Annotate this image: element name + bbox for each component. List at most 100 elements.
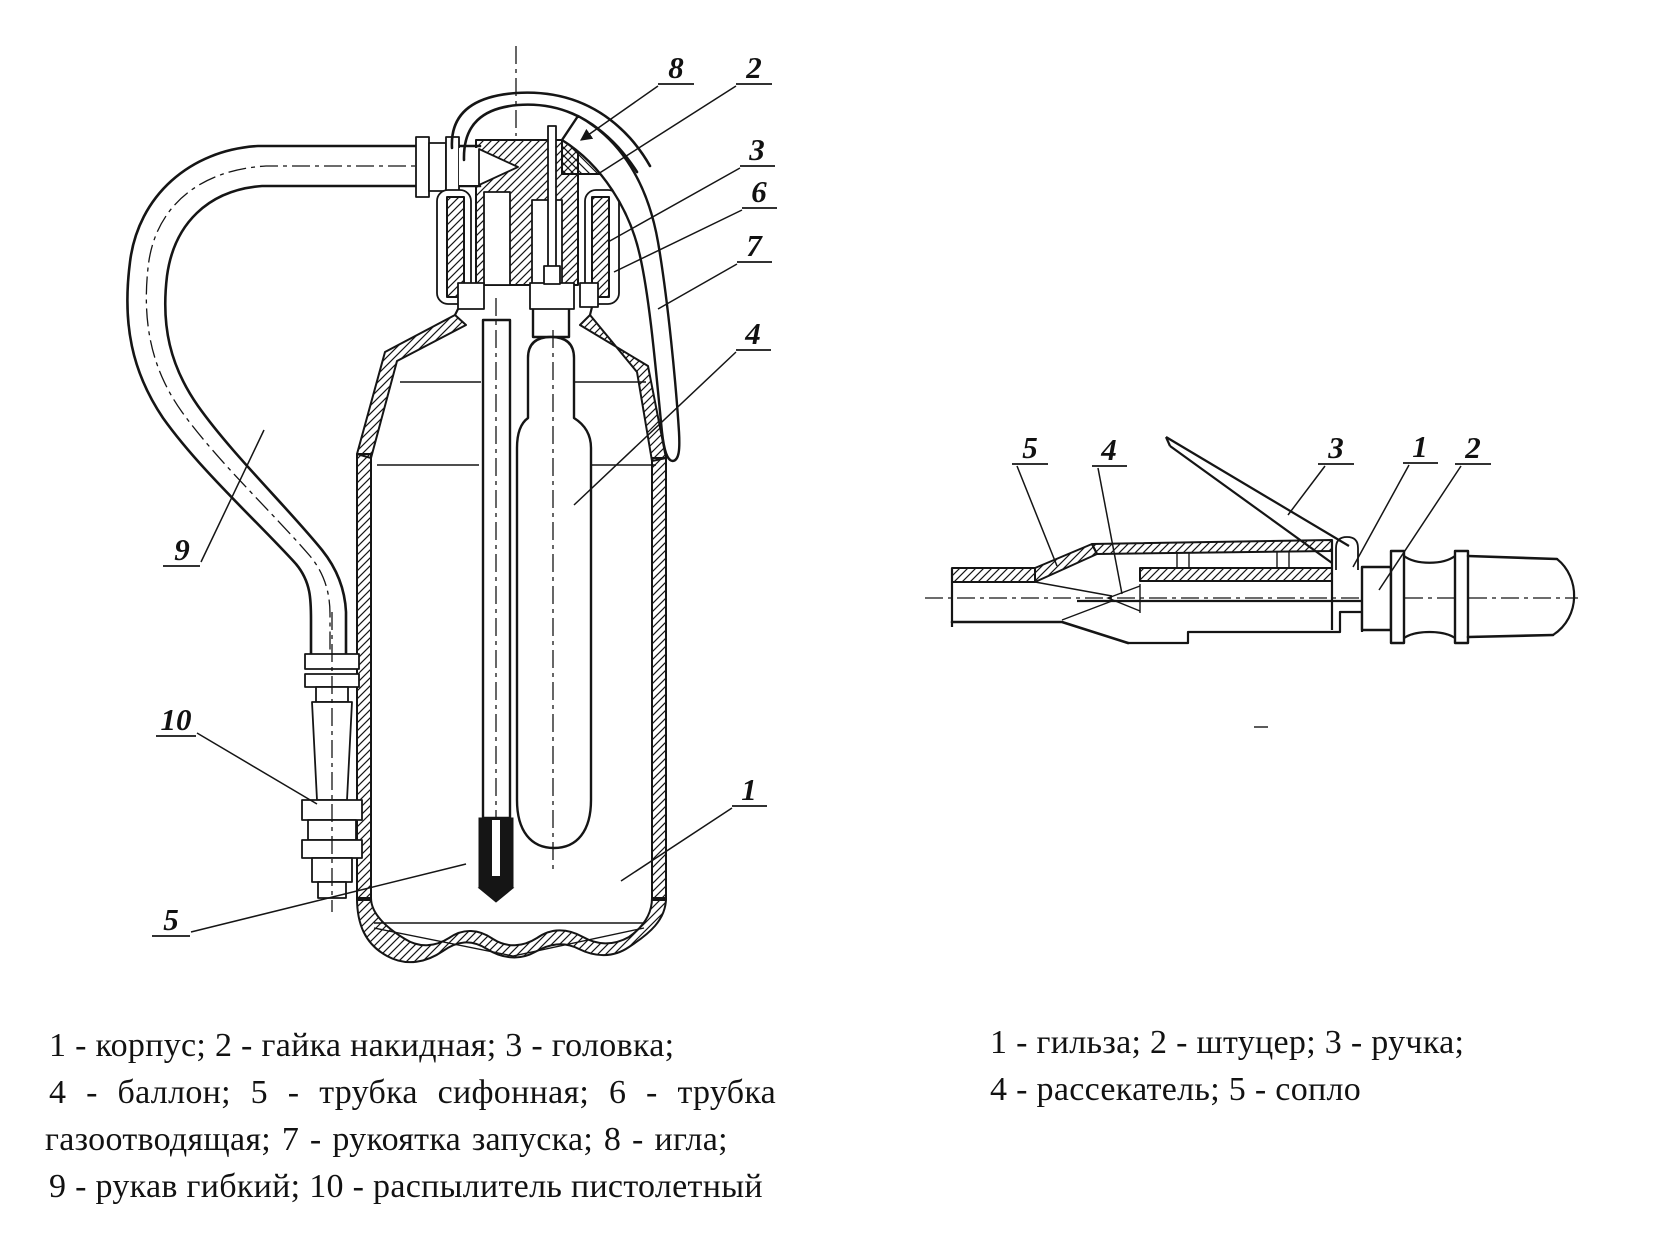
- callout-5: 5: [152, 863, 467, 937]
- nozzle-callout-1-leader: [1352, 464, 1410, 568]
- callout-9-leader: [200, 429, 265, 563]
- hose-centerline: [145, 165, 438, 658]
- caption-right-line-1: 1 - гильза; 2 - штуцер; 3 - ручка;: [990, 1024, 1465, 1061]
- siphon-tip-slit: [492, 820, 500, 876]
- handle-inner: [462, 103, 639, 174]
- nozzle-callout-3: 3: [1287, 430, 1354, 516]
- hose-bore-white: [459, 148, 479, 185]
- callout-3-leader: [607, 167, 741, 243]
- callout-1-number: 1: [741, 772, 757, 807]
- callout-2-number: 2: [745, 50, 762, 85]
- flexible-hose: [126, 136, 482, 658]
- nozzle-cone-wall: [1034, 543, 1098, 583]
- callout-10: 10: [156, 702, 318, 805]
- fitting-block: [1360, 565, 1393, 632]
- hose-bottom-edge: [1466, 633, 1555, 639]
- head-collar-right: [579, 282, 599, 308]
- nozzle-tube: [950, 543, 1130, 645]
- caption-right-line-2: 4 - рассекатель; 5 - сопло: [990, 1071, 1362, 1108]
- callout-6-leader: [613, 209, 743, 273]
- handle-lug: [1335, 536, 1359, 570]
- sleeve-bottom-profile: [1128, 610, 1364, 645]
- mouth-line-left: [454, 308, 459, 316]
- callout-10-number: 10: [161, 702, 192, 737]
- nozzle-callout-3-number: 3: [1327, 430, 1344, 465]
- nozzle-bottom-wall: [950, 620, 1130, 645]
- callout-6: 6: [613, 174, 777, 273]
- gas-outlet-tube: [591, 196, 610, 298]
- vessel-wall-right: [651, 457, 667, 901]
- hose-outer-line: [126, 144, 482, 657]
- nozzle-callout-4: 4: [1092, 432, 1127, 595]
- callout-5-leader: [190, 863, 467, 933]
- callout-4: 4: [573, 316, 771, 506]
- vessel-body: [356, 314, 667, 964]
- hose-inner-line: [163, 184, 482, 657]
- head-collar-center: [529, 282, 575, 310]
- handle-blade-tip: [1164, 436, 1172, 447]
- caption-left-line-2: 4 - баллон; 5 - трубка сифонная; 6 - тру…: [49, 1074, 777, 1111]
- callout-7-number: 7: [746, 228, 763, 263]
- gas-cartridge: [515, 283, 593, 872]
- vessel-shoulder-left: [356, 314, 467, 459]
- head-collar-left: [457, 282, 485, 310]
- callout-5-number: 5: [163, 902, 179, 937]
- callout-7-leader: [657, 263, 738, 310]
- caption-left-line-3: газоотводящая; 7 - рукоятка запуска; 8 -…: [45, 1121, 728, 1158]
- barrel-waist-top: [1403, 555, 1456, 564]
- nozzle-callout-4-leader: [1097, 467, 1123, 595]
- callout-9: 9: [163, 429, 265, 567]
- pistol-sprayer: [301, 612, 363, 912]
- sleeve-casing: [1077, 436, 1364, 645]
- vessel-wavy-bottom: [356, 897, 667, 964]
- splitter-wedge: [1106, 585, 1141, 612]
- caption-left-line-1: 1 - корпус; 2 - гайка накидная; 3 - голо…: [49, 1027, 675, 1064]
- starting-lever: [560, 114, 681, 463]
- nozzle-callout-5: 5: [1012, 430, 1058, 567]
- casing-top-band: [1091, 539, 1333, 555]
- nozzle-callout-3-leader: [1287, 465, 1326, 516]
- callout-10-leader: [196, 732, 318, 805]
- head-channel-siphon: [483, 191, 511, 286]
- siphon-tube: [477, 298, 515, 903]
- nozzle-callout-2-number: 2: [1464, 430, 1481, 465]
- barrel-waist-bottom: [1403, 630, 1456, 639]
- hose-top-edge: [1466, 554, 1559, 561]
- nozzle-bore-top: [1034, 581, 1113, 597]
- callout-1-leader: [620, 807, 733, 882]
- callout-2: 2: [597, 50, 772, 175]
- nozzle-top-wall: [951, 567, 1036, 583]
- callout-4-leader: [573, 351, 737, 506]
- callout-8: 8: [580, 50, 694, 141]
- nozzle-callout-4-number: 4: [1100, 432, 1117, 467]
- barrel-flange-2: [1453, 549, 1470, 645]
- callouts-nozzle: 5 4 3 1 2: [1012, 429, 1491, 595]
- callout-8-leader: [580, 85, 659, 141]
- callout-8-number: 8: [668, 50, 684, 85]
- callout-1: 1: [620, 772, 767, 882]
- cartridge-body: [515, 335, 593, 850]
- mouth-line-right: [588, 306, 594, 316]
- handle-blade-top: [1165, 436, 1350, 547]
- caption-left-line-4: 9 - рукав гибкий; 10 - распылитель писто…: [49, 1168, 763, 1205]
- head-bore-funnel: [478, 148, 519, 186]
- nozzle-callout-2: 2: [1378, 430, 1491, 591]
- vessel-bottom-dome: [373, 927, 645, 957]
- callout-3: 3: [607, 132, 775, 243]
- handle-blade-bottom: [1169, 445, 1333, 564]
- head-ear-left: [446, 196, 465, 298]
- head-assembly: [436, 125, 620, 316]
- nozzle-bore-bottom: [1061, 600, 1113, 621]
- nozzle-callout-1: 1: [1352, 429, 1438, 568]
- callout-9-number: 9: [174, 532, 190, 567]
- callout-4-number: 4: [744, 316, 761, 351]
- nozzle-figure: 5 4 3 1 2: [925, 429, 1578, 728]
- nozzle-callout-1-number: 1: [1412, 429, 1428, 464]
- callouts-extinguisher: 8 2 3 6 7: [152, 50, 777, 937]
- callout-6-number: 6: [751, 174, 767, 209]
- nozzle-callout-2-leader: [1378, 465, 1462, 591]
- hose-flange-1: [415, 136, 430, 198]
- callout-2-leader: [597, 85, 737, 175]
- nozzle-callout-5-leader: [1016, 465, 1058, 567]
